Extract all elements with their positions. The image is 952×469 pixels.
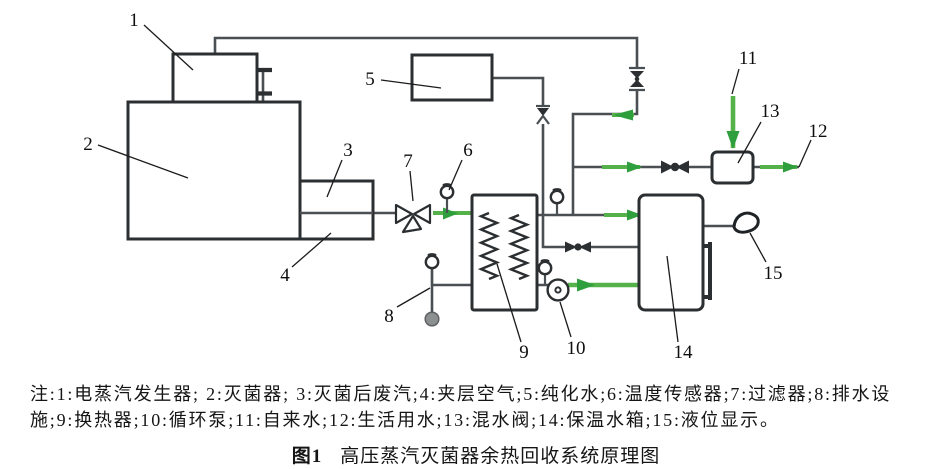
callout-leaders: [97, 24, 812, 343]
flow-arrow-domestic-out: [783, 161, 798, 173]
temperature-sensor-icon: [439, 183, 455, 213]
tank-feed-valve-icon: [565, 241, 591, 253]
flow-arrow-pump-outlet: [577, 278, 595, 292]
mixing-valve-box: [710, 150, 755, 185]
heat-exchanger-box: [470, 193, 539, 312]
mixing-feed-valve-icon: [661, 160, 689, 174]
callout-labels: 1 2 3 4 5 6 7 8 9 10 11 12 13 14 15: [83, 10, 827, 363]
flow-arrow-hx-inlet: [443, 207, 458, 220]
level-display-icon: [732, 211, 760, 234]
callout-11: 11: [739, 48, 757, 69]
flow-arrow-mixing-feed: [627, 161, 642, 173]
callout-14: 14: [674, 342, 694, 363]
steam-generator-box: [171, 52, 259, 104]
tank-inlet-sensor-icon: [549, 188, 565, 215]
callout-12: 12: [809, 121, 828, 142]
callout-6: 6: [463, 140, 473, 161]
insulated-tank-box: [637, 193, 705, 312]
callout-7: 7: [403, 151, 413, 172]
pump-line-sensor-icon: [537, 259, 553, 285]
steam-return-valve-icon: [629, 66, 645, 92]
drain-facility-icon: [424, 253, 440, 327]
circulation-pump-icon: [546, 278, 570, 302]
instruments: [424, 183, 760, 327]
note-line-2: 施;9:换热器;10:循环泵;11:自来水;12:生活用水;13:混水阀;14:…: [30, 410, 780, 430]
flow-indicators: [433, 96, 798, 292]
caption-figure-number: 图1: [291, 446, 323, 467]
purified-water-pipe: [492, 76, 639, 249]
filter-three-way-valve-icon: [394, 203, 432, 234]
callout-10: 10: [567, 338, 586, 359]
steam-return-drop-pipe: [571, 90, 639, 214]
caption-title: 高压蒸汽灭菌器余热回收系统原理图: [340, 446, 661, 467]
purified-water-valve-icon: [536, 104, 550, 125]
callout-2: 2: [83, 134, 93, 155]
sterilizer-box: [126, 100, 302, 241]
drain-outlet-ball: [424, 311, 440, 327]
callout-4: 4: [280, 265, 290, 286]
figure-caption: 图1 高压蒸汽灭菌器余热回收系统原理图: [0, 441, 952, 468]
flow-arrow-steam-return: [613, 109, 633, 121]
callout-1: 1: [129, 10, 139, 31]
callout-3: 3: [343, 140, 353, 161]
hx-left-coil: [477, 211, 501, 281]
callout-13: 13: [761, 101, 780, 122]
callout-15: 15: [764, 263, 783, 284]
waste-steam-air-box: [298, 179, 375, 241]
steam-return-pipe: [213, 36, 639, 68]
callout-5: 5: [365, 69, 375, 90]
callout-9: 9: [519, 342, 529, 363]
note-line-1: 注:1:电蒸汽发生器; 2:灭菌器; 3:灭菌后废汽;4:夹层空气;5:纯化水;…: [30, 384, 892, 404]
hx-right-coil: [507, 213, 531, 281]
system-schematic: 1 2 3 4 5 6 7 8 9 10 11 12 13 14 15: [83, 10, 827, 363]
callout-8: 8: [384, 306, 394, 327]
valves: [394, 66, 689, 253]
equipment: [126, 52, 755, 312]
flow-arrow-tank-inlet: [627, 209, 642, 221]
purified-water-box: [410, 53, 494, 102]
flow-arrow-tap-water: [726, 131, 740, 149]
